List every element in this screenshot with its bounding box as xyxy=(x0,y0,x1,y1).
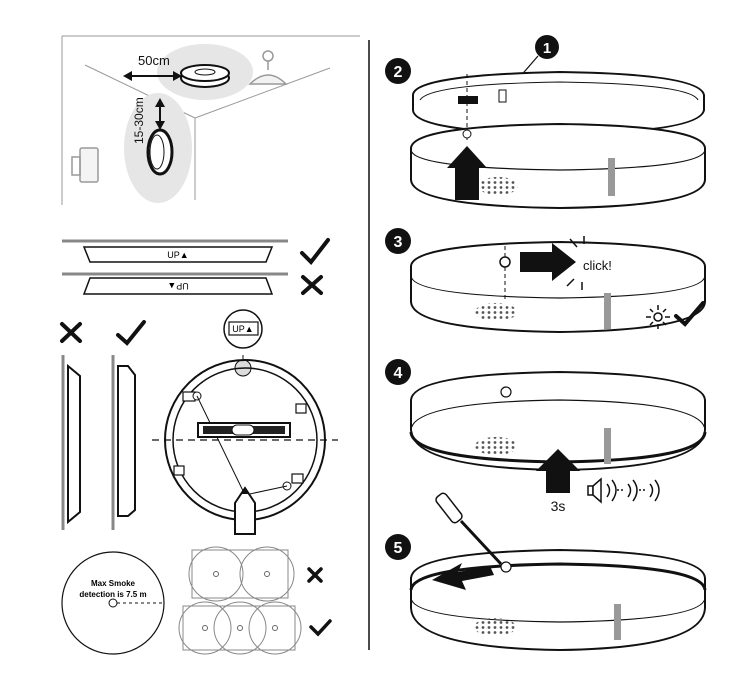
coverage-layout-wrong xyxy=(188,546,295,602)
step-number-badge xyxy=(385,359,411,385)
base-correct xyxy=(82,246,274,263)
room-placement-illustration: 50cm 15-30cm xyxy=(61,35,360,205)
arrow-up-icon xyxy=(447,146,487,200)
grille-holes xyxy=(475,437,517,455)
coverage-line-1: Max Smoke xyxy=(91,579,136,588)
mounting-bracket-illustration: UP▲ xyxy=(152,309,338,535)
check-icon xyxy=(300,238,330,266)
brand-mark xyxy=(604,293,611,329)
room-lines xyxy=(61,35,360,205)
profile-wrong xyxy=(67,363,81,525)
step-number-badge xyxy=(385,58,411,84)
callout-badge xyxy=(535,35,559,59)
coverage-illustration: Max Smoke detection is 7.5 m xyxy=(61,551,165,655)
click-burst-icon xyxy=(566,236,585,290)
step-number: 3 xyxy=(394,234,403,251)
grille-holes xyxy=(478,177,518,195)
brand-mark xyxy=(608,158,615,196)
dimension-arrows xyxy=(123,71,182,130)
click-text: click! xyxy=(583,258,612,273)
wall-lamp-icon xyxy=(71,147,99,183)
grille-holes xyxy=(475,303,517,321)
brand-mark xyxy=(604,428,611,464)
press-arrow-icon xyxy=(536,449,580,493)
coverage-line-2: detection is 7.5 m xyxy=(79,590,146,599)
hold-time: 3s xyxy=(551,498,566,514)
callout-number: 1 xyxy=(543,40,551,57)
coverage-circle xyxy=(61,551,165,655)
alarm-sound-icon xyxy=(587,477,660,504)
step-4: 4 3s xyxy=(385,359,707,514)
arrow-left-icon xyxy=(432,563,494,590)
ceiling-lamp-icon xyxy=(248,50,288,85)
check-icon xyxy=(309,619,332,637)
step-2: 2 1 xyxy=(385,35,706,210)
wall-detector xyxy=(146,128,174,176)
ceiling-distance-label: 50cm xyxy=(138,53,170,68)
up-label-correct: UP▲ xyxy=(167,250,188,260)
check-icon xyxy=(116,320,146,346)
step-5: 5 xyxy=(385,492,707,652)
cross-icon xyxy=(301,275,323,295)
cross-icon xyxy=(307,567,323,583)
coverage-layout-right xyxy=(178,601,302,655)
orientation-check: UP▲ UP▲ xyxy=(62,238,330,295)
step-3: 3 click! xyxy=(385,228,706,334)
step-number: 4 xyxy=(394,365,403,382)
step-number: 2 xyxy=(394,64,403,81)
pencil-icon xyxy=(234,486,256,535)
led-light-icon xyxy=(646,305,670,329)
wall-distance-label: 15-30cm xyxy=(132,97,146,144)
step-number-badge xyxy=(385,228,411,254)
brand-mark xyxy=(614,604,621,640)
check-icon xyxy=(674,301,705,327)
base-flipped xyxy=(82,277,274,295)
cross-icon xyxy=(60,322,82,343)
arrow-right-icon xyxy=(520,243,576,281)
test-button[interactable] xyxy=(500,386,512,398)
grille-holes xyxy=(474,618,516,636)
up-label-flipped: UP▲ xyxy=(167,281,188,291)
step-number: 5 xyxy=(394,540,403,557)
bracket-up-label: UP▲ xyxy=(232,324,253,334)
step-number-badge xyxy=(385,534,411,560)
screwdriver-icon xyxy=(435,492,503,566)
profile-right xyxy=(117,365,136,517)
ceiling-detector xyxy=(180,64,230,88)
side-profile-check xyxy=(60,320,146,530)
